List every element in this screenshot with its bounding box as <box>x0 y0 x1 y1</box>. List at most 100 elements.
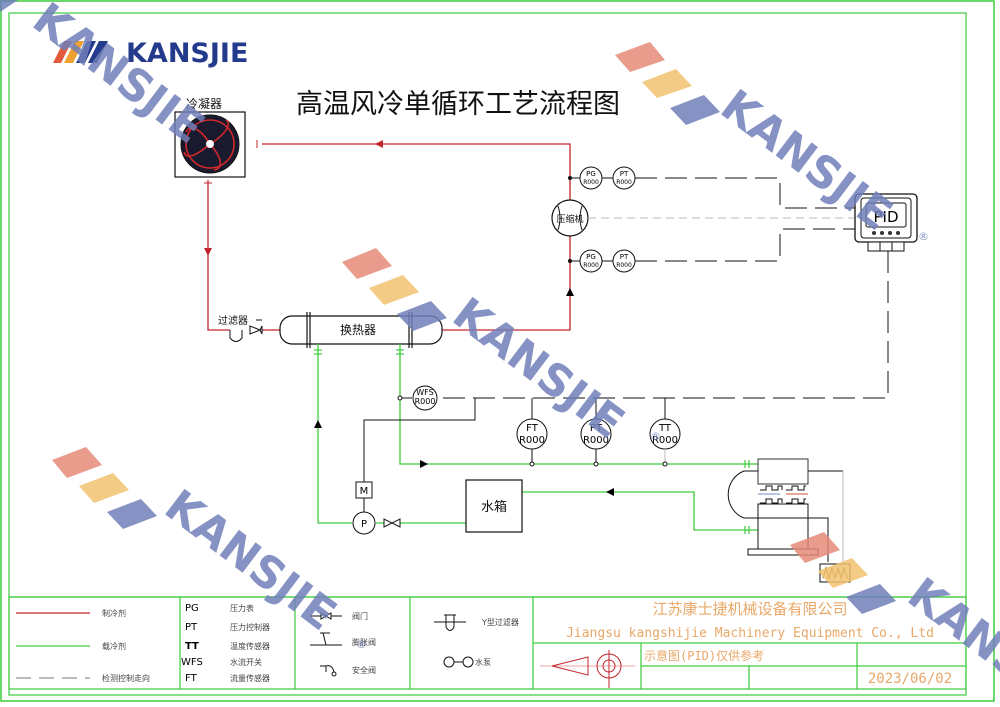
instrument-tag: PG <box>586 253 596 261</box>
load-equipment[interactable] <box>727 458 851 583</box>
condenser[interactable]: 冷凝器 <box>174 96 246 178</box>
pump[interactable]: P <box>352 511 376 535</box>
coolant-flanges <box>314 349 750 534</box>
instrument-tag: PT <box>590 423 603 434</box>
logo-stripe-blue2 <box>88 41 108 63</box>
watermark-stripe-red <box>342 248 392 279</box>
watermark-stripe-yellow <box>642 69 692 98</box>
flow-arrow-left <box>606 488 614 496</box>
instrument-wfs[interactable]: WFS R000 <box>397 385 438 411</box>
watermark-stripe-blue <box>397 301 447 331</box>
instrument-tag: PT <box>620 253 629 261</box>
instrument-code: R000 <box>519 435 545 446</box>
compressor[interactable]: 压缩机 <box>551 199 589 237</box>
pid-controller[interactable]: PID <box>854 193 918 252</box>
abbr: PG <box>185 603 199 614</box>
refrigerant-loop <box>207 143 571 331</box>
pipe-pump-to-hx <box>317 344 352 524</box>
symbol-label: 阀门 <box>352 611 368 621</box>
watermark-stripe-blue <box>670 95 720 125</box>
inner-border <box>8 12 967 696</box>
abbr: PT <box>185 622 198 633</box>
instrument-tag: TT <box>658 423 672 434</box>
watermark-stripe-yellow <box>818 558 868 588</box>
fan-hub <box>206 140 214 148</box>
instrument-code: R000 <box>616 262 632 269</box>
watermark-registered: ® <box>650 430 661 443</box>
diagram-title: 高温风冷单循环工艺流程图 <box>296 89 620 120</box>
symbol-label: 水泵 <box>475 657 491 667</box>
watermark-registered: ® <box>918 230 929 243</box>
fan-blades <box>183 119 235 171</box>
logo-stripe-red <box>53 41 72 63</box>
flow-arrow-up <box>314 420 322 428</box>
instrument-tag: WFS <box>416 388 433 397</box>
abbr-desc: 流量传感器 <box>230 673 270 683</box>
heat-exchanger[interactable]: 换热器 <box>279 312 443 348</box>
pipe-compressor-to-hx <box>440 236 571 331</box>
instrument-code: R000 <box>583 179 599 186</box>
instrument-bottom-pt[interactable]: PT R000 <box>612 249 636 273</box>
logo-stripe-blue1 <box>76 41 96 63</box>
watermark-stripe-blue <box>107 499 157 529</box>
watermark-corner <box>0 0 18 12</box>
legend-symbols-b: Y型过滤器 水泵 <box>434 614 519 668</box>
kansjie-logo: KANSJIE <box>53 38 248 69</box>
condenser-label: 冷凝器 <box>186 96 222 111</box>
disclaimer-note: 示意图(PID)仅供参考 <box>644 648 764 663</box>
motor[interactable]: M <box>355 481 373 499</box>
watermark-stripe-yellow <box>369 275 419 305</box>
logo-text: KANSJIE <box>126 38 248 69</box>
watermark-text: KANSJIE <box>711 80 901 241</box>
pipe-condenser-to-filter <box>207 180 230 331</box>
signal-line-top <box>635 177 858 209</box>
legend-label: 检测控制走向 <box>102 673 150 683</box>
symbol-label: 安全阀 <box>352 665 376 675</box>
water-tank[interactable]: 水箱 <box>465 479 523 533</box>
watermark-text: KANSJIE <box>155 480 345 641</box>
instrument-bottom-pg[interactable]: PG R000 <box>568 249 603 273</box>
instrument-code: R000 <box>583 262 599 269</box>
instrument-code: R000 <box>583 435 609 446</box>
abbr-desc: 压力控制器 <box>230 622 270 632</box>
pipe-load-to-tank <box>522 491 758 531</box>
flow-arrow-left <box>375 140 383 148</box>
watermark-stripe-red <box>615 42 665 72</box>
instrument-code: R000 <box>652 435 678 446</box>
instrument-top-pg[interactable]: PG R000 <box>568 166 603 190</box>
abbr-desc: 压力表 <box>230 603 254 613</box>
expansion-valve[interactable] <box>249 319 263 335</box>
compressor-lines <box>557 205 583 231</box>
gate-valve[interactable] <box>383 518 401 528</box>
watermark-text: KANSJIE <box>23 0 213 154</box>
drawing-date: 2023/06/02 <box>868 671 952 687</box>
symbol-label: Y型过滤器 <box>481 617 519 627</box>
flow-arrow-up <box>566 288 574 296</box>
instrument-code: R000 <box>415 397 436 406</box>
filter[interactable]: 过滤器 <box>218 314 248 342</box>
pipe-hx-to-load <box>399 344 758 465</box>
instrument-code: R000 <box>616 179 632 186</box>
heat-exchanger-label: 换热器 <box>340 323 376 337</box>
flow-arrow-right <box>420 460 428 468</box>
instrument-tt[interactable]: TT R000 <box>649 398 681 467</box>
projection-symbol-icon <box>540 650 635 688</box>
abbr: WFS <box>181 657 203 668</box>
legend-abbreviations: PG 压力表 PT 压力控制器 TT 温度传感器 WFS 水流开关 FT 流量传… <box>181 603 270 684</box>
abbr: FT <box>185 673 198 684</box>
abbr-desc: 水流开关 <box>230 657 262 667</box>
instrument-pt[interactable]: PT R000 <box>580 398 612 467</box>
signal-line-to-motor <box>363 398 476 482</box>
instrument-top-pt[interactable]: PT R000 <box>612 166 636 190</box>
symbol-label: 膨胀阀 <box>352 637 376 647</box>
legend-line-coolant: 载冷剂 <box>16 641 126 651</box>
pid-label: PID <box>873 208 898 226</box>
flow-arrow-down <box>204 248 212 256</box>
abbr: TT <box>185 641 199 652</box>
pipe-top <box>262 143 571 200</box>
signal-line-bottom <box>635 228 858 262</box>
instrument-tag: PT <box>620 170 629 178</box>
instrument-ft[interactable]: FT R000 <box>516 398 548 467</box>
